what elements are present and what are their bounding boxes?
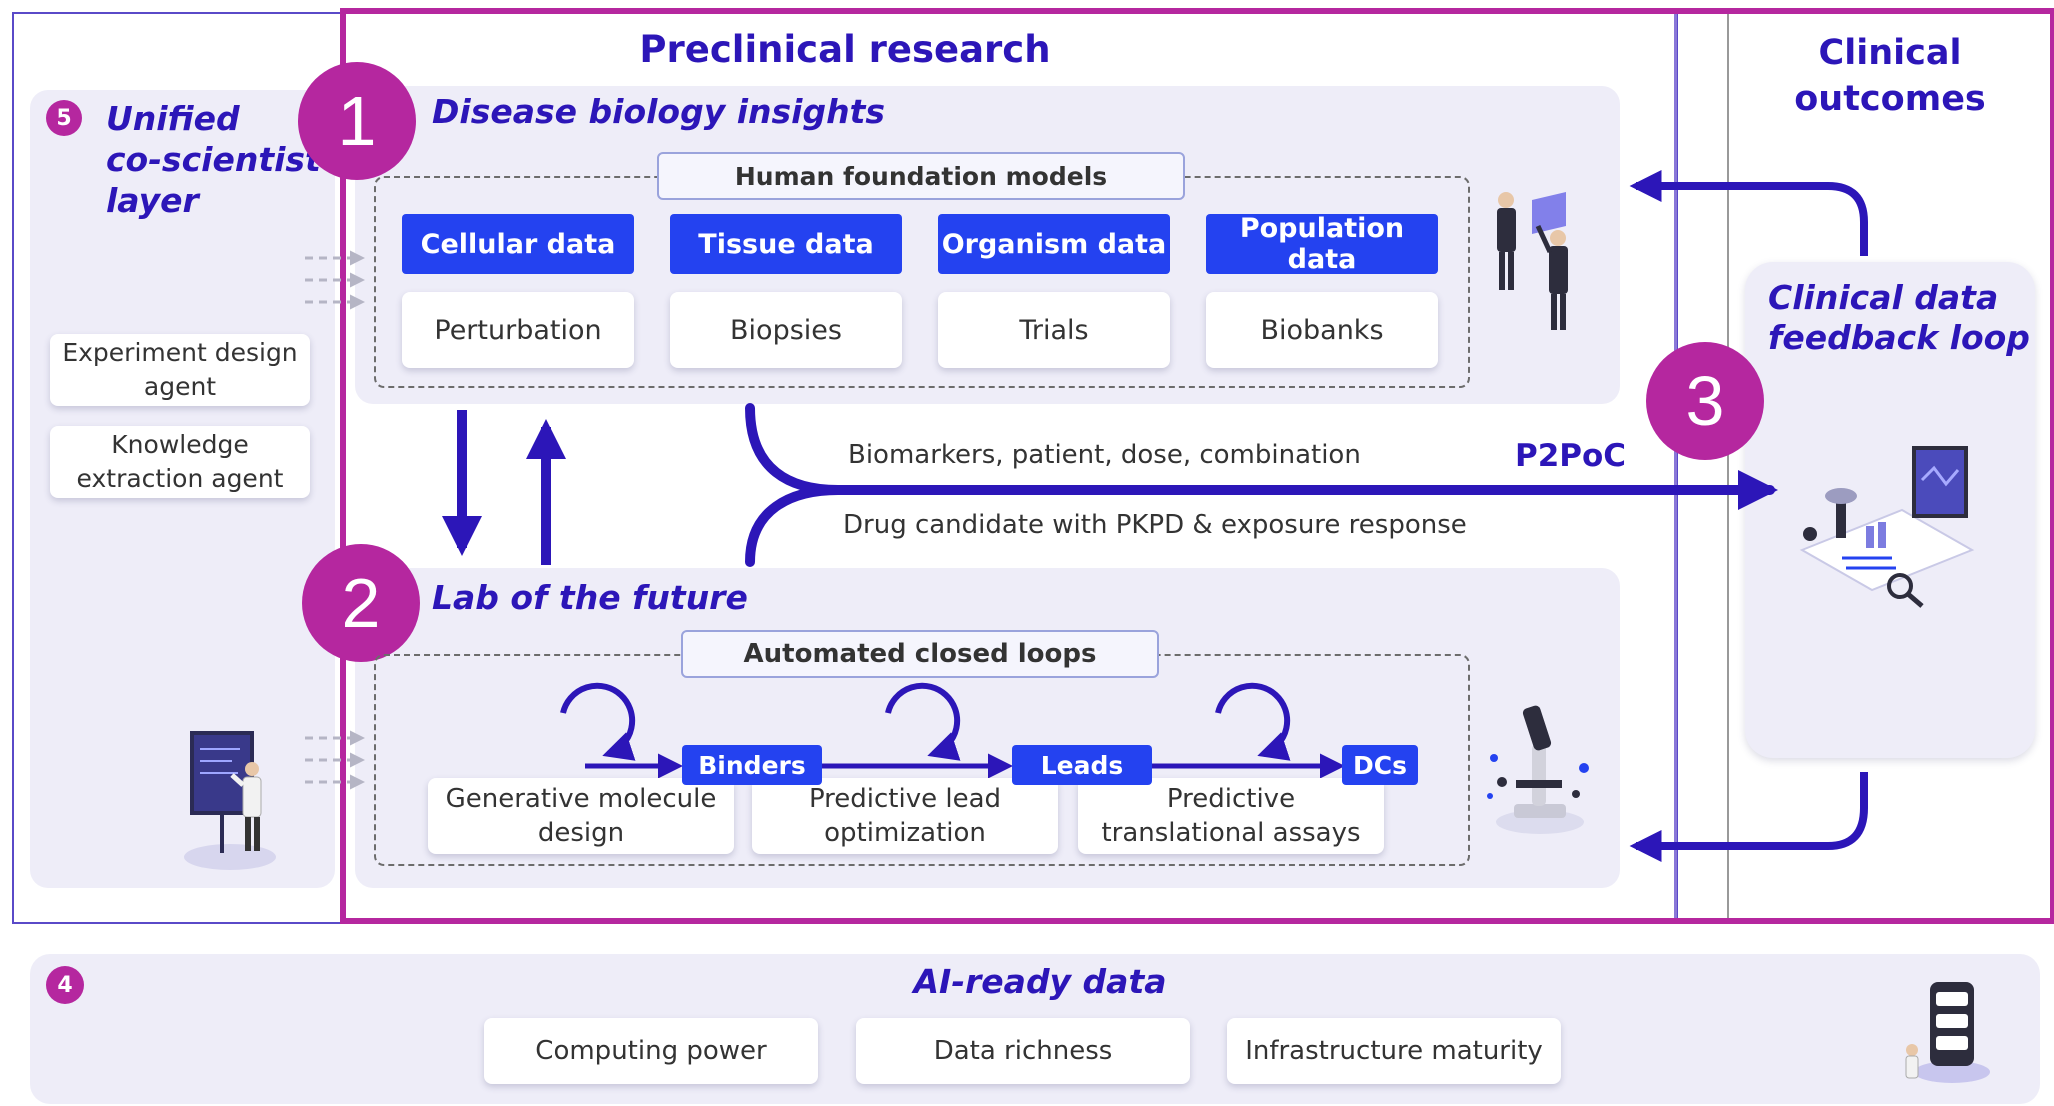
computing-power-card: Computing power [484, 1018, 818, 1084]
cellular-data-pill: Cellular data [402, 214, 634, 274]
ai-ready-data-title: AI-ready data [913, 962, 1167, 1001]
scientist-whiteboard-icon [184, 731, 276, 870]
flow-label-biomarkers: Biomarkers, patient, dose, combination [848, 440, 1361, 470]
clinical-inner-divider [1727, 14, 1729, 920]
human-foundation-models-header: Human foundation models [657, 152, 1185, 200]
disease-biology-number-badge: 1 [298, 62, 416, 180]
data-richness-card: Data richness [856, 1018, 1190, 1084]
preclinical-frame-inner-border [1674, 14, 1677, 918]
clinical-feedback-title: Clinical data feedback loop [1768, 278, 2030, 357]
clinical-number-badge: 3 [1646, 342, 1764, 460]
biopsies-card: Biopsies [670, 292, 902, 368]
clinical-feedback-panel [1745, 262, 2035, 758]
predictive-lead-optimization-card: Predictive lead optimization [752, 778, 1058, 854]
biobanks-card: Biobanks [1206, 292, 1438, 368]
microscope-icon [1487, 705, 1589, 834]
binders-pill: Binders [682, 745, 822, 785]
experiment-design-agent: Experiment design agent [50, 334, 310, 406]
tissue-data-pill: Tissue data [670, 214, 902, 274]
p2poc-label: P2PoC [1515, 438, 1627, 474]
dcs-pill: DCs [1342, 745, 1418, 785]
researchers-screen-icon [1497, 192, 1568, 330]
infrastructure-maturity-card: Infrastructure maturity [1227, 1018, 1561, 1084]
server-robot-icon [1905, 982, 1990, 1083]
unified-layer-title: Unified co-scientist layer [106, 99, 321, 220]
organism-data-pill: Organism data [938, 214, 1170, 274]
unified-layer-number-badge: 5 [46, 100, 82, 136]
preclinical-research-title: Preclinical research [639, 28, 1051, 71]
predictive-translational-assays-card: Predictive translational assays [1078, 778, 1384, 854]
preclinical-frame [340, 8, 2054, 924]
clinical-outcomes-title: Clinical outcomes [1794, 33, 1986, 119]
automated-closed-loops-header: Automated closed loops [681, 630, 1159, 678]
lab-of-the-future-number-badge: 2 [302, 544, 420, 662]
perturbation-card: Perturbation [402, 292, 634, 368]
knowledge-extraction-agent: Knowledge extraction agent [50, 426, 310, 498]
flow-label-drug-candidate: Drug candidate with PKPD & exposure resp… [843, 510, 1467, 540]
ai-ready-number-badge: 4 [46, 966, 84, 1004]
lab-of-the-future-title: Lab of the future [432, 578, 748, 617]
generative-molecule-design-card: Generative molecule design [428, 778, 734, 854]
unified-layer-frame [12, 12, 342, 924]
disease-biology-title: Disease biology insights [432, 92, 886, 131]
lab-bench-icon [1799, 446, 1975, 608]
trials-card: Trials [938, 292, 1170, 368]
leads-pill: Leads [1012, 745, 1152, 785]
population-data-pill: Population data [1206, 213, 1438, 275]
